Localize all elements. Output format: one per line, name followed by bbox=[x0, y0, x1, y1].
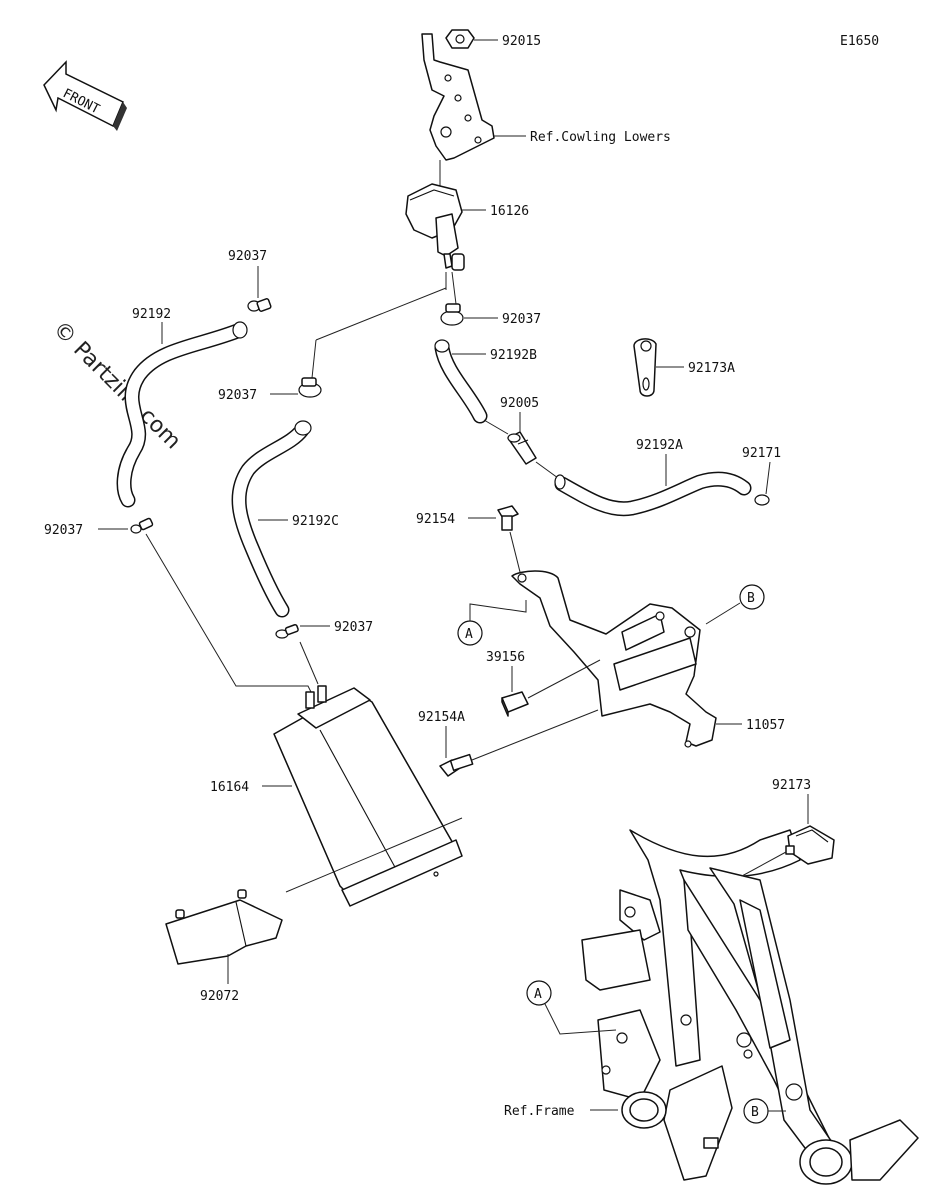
ref-frame-label: Ref.Frame bbox=[504, 1104, 575, 1119]
label-92037-b: 92037 bbox=[218, 388, 257, 403]
label-92173: 92173 bbox=[772, 778, 811, 793]
hose-92192c bbox=[231, 420, 312, 618]
ref-cowling-label: Ref.Cowling Lowers bbox=[530, 130, 671, 145]
bracket-11057 bbox=[511, 570, 717, 748]
clip-92037-a bbox=[247, 298, 272, 312]
hose-92192a bbox=[554, 471, 752, 517]
label-92192c: 92192C bbox=[292, 514, 339, 529]
hose-92192b bbox=[434, 339, 488, 424]
label-92037-e: 92037 bbox=[334, 620, 373, 635]
clip-92037-b bbox=[298, 377, 322, 398]
frame-reference bbox=[581, 829, 919, 1185]
diagram-code: E1650 bbox=[840, 34, 879, 49]
clip-92037-d bbox=[130, 517, 154, 534]
label-92015: 92015 bbox=[502, 34, 541, 49]
front-arrow-icon: FRONT bbox=[43, 60, 127, 131]
valve-16126 bbox=[405, 183, 465, 271]
fitting-92005 bbox=[507, 431, 537, 465]
label-39156: 39156 bbox=[486, 650, 525, 665]
bolt-92154 bbox=[497, 505, 519, 531]
label-92037-c: 92037 bbox=[502, 312, 541, 327]
svg-text:A: A bbox=[534, 987, 542, 1002]
callout-a-bottom bbox=[526, 980, 552, 1006]
pad-39156 bbox=[501, 691, 529, 717]
clip-92037-e bbox=[275, 624, 299, 639]
label-16126: 16126 bbox=[490, 204, 529, 219]
clip-92037-c bbox=[440, 303, 464, 326]
label-92192: 92192 bbox=[132, 307, 171, 322]
label-92072: 92072 bbox=[200, 989, 239, 1004]
bracket-92072 bbox=[165, 889, 283, 965]
label-92037-d: 92037 bbox=[44, 523, 83, 538]
watermark: © Partzilla.com bbox=[48, 317, 186, 455]
label-11057: 11057 bbox=[746, 718, 785, 733]
label-92192a: 92192A bbox=[636, 438, 683, 453]
label-92154a: 92154A bbox=[418, 710, 465, 725]
clip-92173 bbox=[785, 825, 835, 865]
bracket-92173a bbox=[633, 338, 657, 397]
clip-92171 bbox=[754, 494, 770, 506]
cowling-bracket bbox=[421, 29, 495, 161]
label-92173a: 92173A bbox=[688, 361, 735, 376]
label-92171: 92171 bbox=[742, 446, 781, 461]
svg-text:B: B bbox=[747, 591, 755, 606]
label-92037-a: 92037 bbox=[228, 249, 267, 264]
callout-b-top bbox=[739, 584, 765, 610]
label-16164: 16164 bbox=[210, 780, 249, 795]
label-92192b: 92192B bbox=[490, 348, 537, 363]
canister-16164 bbox=[273, 685, 463, 907]
label-92154: 92154 bbox=[416, 512, 455, 527]
label-92005: 92005 bbox=[500, 396, 539, 411]
hose-92192 bbox=[116, 321, 248, 508]
svg-text:B: B bbox=[751, 1105, 759, 1120]
svg-text:A: A bbox=[465, 627, 473, 642]
bolt-92154a bbox=[439, 753, 474, 777]
